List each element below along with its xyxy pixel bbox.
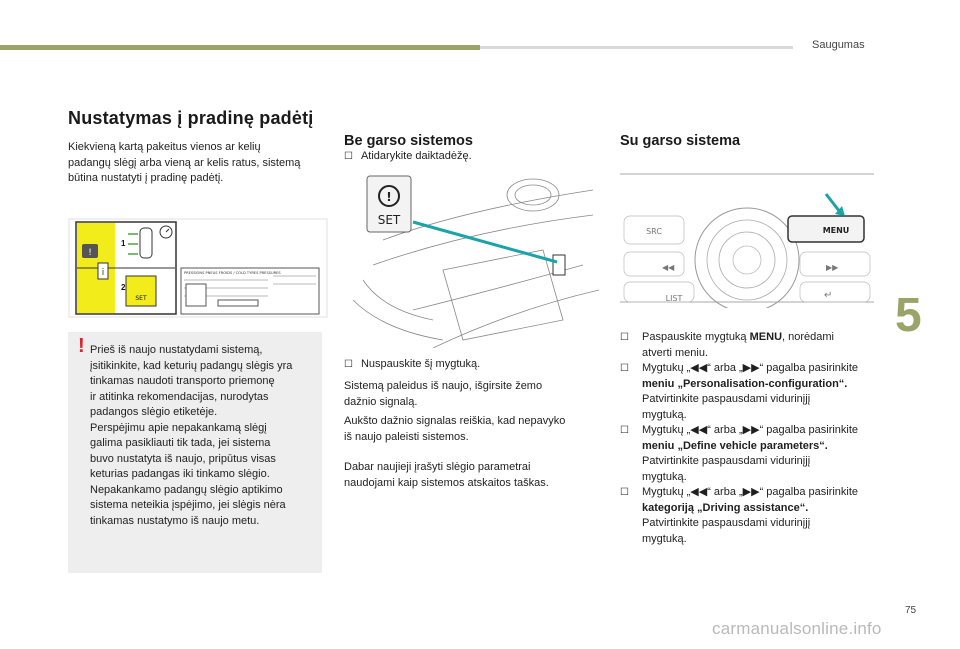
audio-step-3: ☐ Mygtukų „◀◀“ arba „▶▶“ pagalba pasirin… — [620, 424, 859, 483]
bullet-icon: ☐ — [344, 359, 353, 370]
audio-step-2: ☐ Mygtukų „◀◀“ arba „▶▶“ pagalba pasirin… — [620, 362, 859, 421]
src-label: SRC — [646, 227, 662, 236]
no-audio-para-1: Sistemą paleidus iš naujo, išgirsite žem… — [344, 380, 543, 408]
audio-steps: ☐ Paspauskite mygtuką MENU, norėdami atv… — [620, 330, 882, 547]
tpms-warning-icon — [82, 244, 98, 258]
svg-text:1: 1 — [121, 239, 126, 248]
svg-text:◀◀: ◀◀ — [662, 263, 675, 272]
svg-text:!: ! — [386, 190, 391, 204]
bullet-icon: ☐ — [344, 151, 353, 162]
svg-text:!: ! — [88, 248, 92, 258]
no-audio-para-2: Aukšto dažnio signalas reiškia, kad nepa… — [344, 415, 566, 443]
bullet-icon: ☐ — [620, 487, 629, 498]
header-rule — [480, 46, 793, 49]
warning-icon: ! — [78, 335, 85, 357]
page-number: 75 — [905, 605, 917, 616]
menu-button — [787, 215, 865, 243]
audio-title: Su garso sistema — [620, 133, 741, 149]
svg-text:↵: ↵ — [824, 290, 832, 301]
bullet-icon: ☐ — [620, 425, 629, 436]
section-label: Saugumas — [812, 39, 865, 51]
warning-box — [68, 332, 322, 573]
audio-step-4: ☐ Mygtukų „◀◀“ arba „▶▶“ pagalba pasirin… — [620, 486, 859, 545]
svg-text:2: 2 — [121, 283, 126, 292]
chapter-number: 5 — [895, 289, 922, 342]
no-audio-title: Be garso sistemos — [344, 133, 473, 149]
no-audio-step-1: ☐Atidarykite daiktadėžę. — [344, 150, 472, 162]
page-title: Nustatymas į pradinę padėtį — [68, 108, 314, 128]
set-button-label: SET — [378, 213, 401, 227]
bullet-icon: ☐ — [620, 332, 629, 343]
no-audio-step-2: ☐Nuspauskite šį mygtuką. — [344, 358, 481, 370]
svg-text:MENU: MENU — [823, 226, 850, 235]
watermark: carmanualsonline.info — [712, 619, 882, 638]
intro-text: Kiekvieną kartą pakeitus vienos ar kelių… — [68, 141, 301, 184]
header-accent-bar — [0, 45, 480, 50]
list-label: LIST — [666, 294, 683, 303]
svg-text:▶▶: ▶▶ — [826, 263, 839, 272]
bullet-icon: ☐ — [620, 363, 629, 374]
radio-panel-illustration: SRC ◀◀ ▶▶ LIST ↵ MENU — [620, 170, 874, 308]
tyre-pressure-label-illustration: ! i 1 2 SET PRESSIONS PNEUS FROIDS / COL… — [68, 218, 328, 318]
no-audio-para-3: Dabar naujieji įrašyti slėgio parametrai… — [344, 461, 549, 489]
warning-text: Prieš iš naujo nustatydami sistemą, įsit… — [90, 344, 293, 527]
svg-text:i: i — [102, 268, 105, 278]
glovebox-illustration: ! SET — [343, 170, 599, 348]
svg-text:PRESSIONS PNEUS FROIDS / COLD: PRESSIONS PNEUS FROIDS / COLD TYRES PRES… — [184, 271, 281, 275]
audio-step-1: ☐ Paspauskite mygtuką MENU, norėdami atv… — [620, 331, 834, 359]
svg-text:SET: SET — [135, 295, 147, 302]
